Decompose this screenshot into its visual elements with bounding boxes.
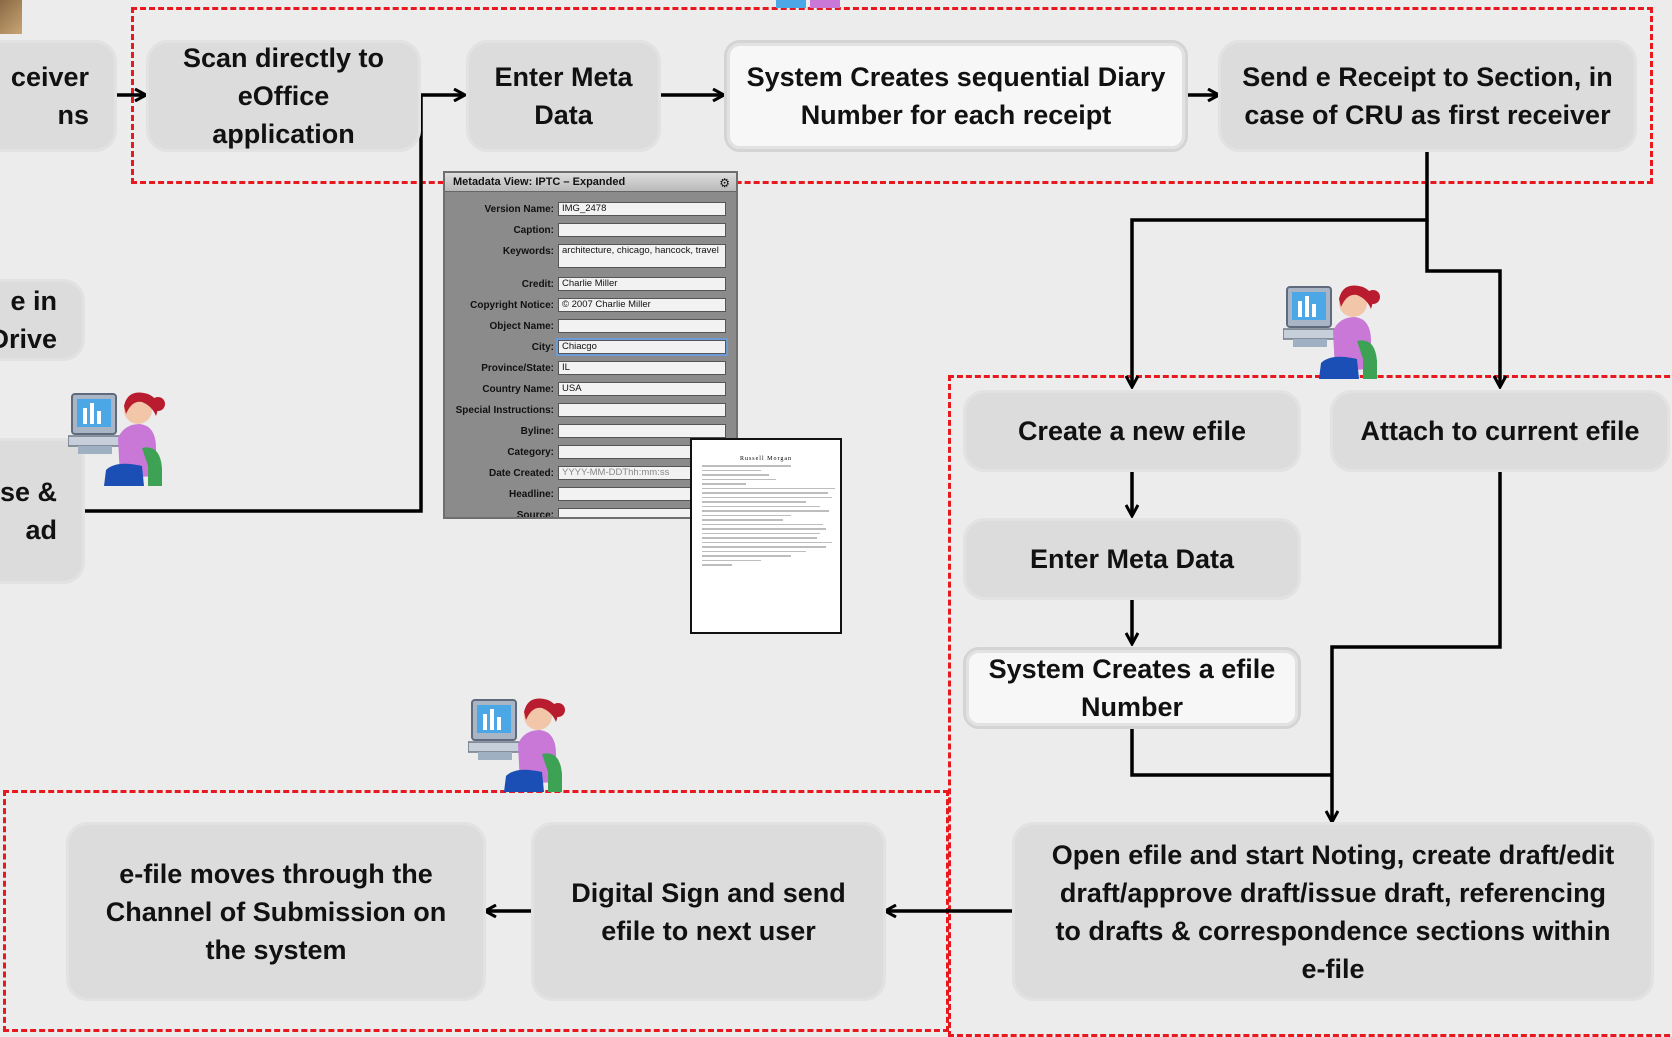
metadata-row: Date Created:YYYY-MM-DDThh:mm:ss [445, 465, 736, 485]
document-text-line [702, 537, 818, 539]
document-text-line [702, 474, 769, 476]
box-digital-sign: Digital Sign and send efile to next user [531, 822, 886, 1001]
document-text-line [702, 550, 806, 552]
metadata-field-label: Province/State: [481, 363, 554, 374]
person-at-computer-icon [68, 392, 165, 486]
box-efile-number: System Creates a efile Number [963, 647, 1301, 729]
box-enter-meta-top: Enter Meta Data [466, 40, 661, 152]
document-text-line [702, 523, 824, 525]
metadata-row: Copyright Notice: © 2007 Charlie Miller [445, 297, 736, 317]
person-at-computer-icon [776, 0, 840, 8]
box-diary-number: System Creates sequential Diary Number f… [724, 40, 1188, 152]
box-enter-meta-right: Enter Meta Data [963, 518, 1301, 600]
document-text-line [702, 559, 762, 561]
metadata-field-label: Date Created: [488, 468, 554, 479]
document-text-line [702, 564, 732, 566]
scanned-letter-document: Russell Morgan [690, 438, 842, 634]
document-text-line [702, 501, 806, 503]
metadata-row: Version Name: IMG_2478 [445, 201, 736, 221]
document-text-line [702, 510, 830, 512]
metadata-row: Credit: Charlie Miller [445, 276, 736, 296]
metadata-panel-title: Metadata View: IPTC – Expanded ⚙ [445, 173, 736, 192]
metadata-row: Object Name: [445, 318, 736, 338]
metadata-field-input[interactable] [558, 424, 726, 438]
metadata-field-label: Object Name: [489, 321, 554, 332]
document-text-line [702, 532, 821, 534]
box-efile-moves: e-file moves through the Channel of Subm… [66, 822, 486, 1001]
document-text-line [702, 519, 784, 521]
metadata-field-label: Source: [516, 510, 554, 519]
region-efile-creation [948, 375, 1672, 1037]
person-at-computer-icon [468, 698, 565, 792]
document-text-line [702, 555, 791, 557]
metadata-field-input[interactable]: Chiacgo [558, 340, 726, 354]
document-text-line [702, 541, 833, 543]
line-number-to-open [1130, 727, 1332, 777]
box-attach-current-efile: Attach to current efile [1330, 390, 1670, 472]
metadata-field-input[interactable]: IMG_2478 [558, 202, 726, 216]
document-text-line [702, 469, 762, 471]
document-text-line [702, 478, 776, 480]
metadata-field-input[interactable] [558, 403, 726, 417]
metadata-field-input[interactable]: architecture, chicago, hancock, travel [558, 244, 726, 268]
metadata-field-input[interactable] [558, 223, 726, 237]
metadata-field-label: Copyright Notice: [470, 300, 554, 311]
metadata-field-label: Version Name: [484, 204, 554, 215]
metadata-field-label: Credit: [521, 279, 554, 290]
metadata-field-label: Byline: [520, 426, 554, 437]
document-heading: Russell Morgan [739, 456, 793, 462]
arrow-attach-to-open [1332, 472, 1502, 821]
box-scan: Scan directly to eOffice application [146, 40, 421, 152]
metadata-row: Special Instructions: [445, 402, 736, 422]
gear-icon: ⚙ [719, 176, 730, 190]
metadata-row: Country Name: USA [445, 381, 736, 401]
metadata-field-input[interactable]: USA [558, 382, 726, 396]
metadata-row: Byline: [445, 423, 736, 443]
document-text-line [702, 514, 791, 516]
document-text-line [702, 496, 833, 498]
metadata-row: Category: [445, 444, 736, 464]
document-text-line [702, 546, 827, 548]
metadata-field-label: Caption: [513, 225, 554, 236]
metadata-field-input[interactable]: © 2007 Charlie Miller [558, 298, 726, 312]
metadata-field-label: City: [531, 342, 554, 353]
box-create-new-efile: Create a new efile [963, 390, 1301, 472]
box-send-receipt: Send e Receipt to Section, in case of CR… [1218, 40, 1637, 152]
metadata-view-panel: Metadata View: IPTC – Expanded ⚙ Version… [443, 171, 738, 519]
metadata-field-input[interactable] [558, 319, 726, 333]
metadata-field-label: Category: [507, 447, 554, 458]
metadata-row: Province/State: IL [445, 360, 736, 380]
arrow-send-to-attach [1425, 220, 1500, 386]
metadata-row: City: Chiacgo [445, 339, 736, 359]
metadata-field-label: Country Name: [482, 384, 554, 395]
metadata-field-label: Keywords: [502, 246, 554, 257]
metadata-row: Keywords: architecture, chicago, hancock,… [445, 243, 736, 268]
box-open-efile: Open efile and start Noting, create draf… [1012, 822, 1654, 1001]
metadata-field-label: Headline: [508, 489, 554, 500]
document-text-line [702, 528, 827, 530]
metadata-field-label: Special Instructions: [455, 405, 554, 416]
metadata-row: Caption: [445, 222, 736, 242]
arrow-send-to-new-efile [1132, 152, 1429, 386]
document-text-line [702, 505, 821, 507]
metadata-field-input[interactable]: IL [558, 361, 726, 375]
box-browse-upload: se & ad [0, 438, 85, 584]
metadata-field-input[interactable]: Charlie Miller [558, 277, 726, 291]
document-text-line [702, 492, 828, 494]
document-text-line [702, 465, 791, 467]
document-text-line [702, 487, 836, 489]
document-text-line [702, 483, 747, 485]
arrow-browse-to-enter-meta [84, 95, 464, 513]
box-receiver: ceiver ns [0, 40, 117, 152]
person-at-computer-icon [1283, 285, 1380, 379]
box-drive: e in Drive [0, 279, 85, 361]
cropped-image-corner [0, 0, 22, 34]
